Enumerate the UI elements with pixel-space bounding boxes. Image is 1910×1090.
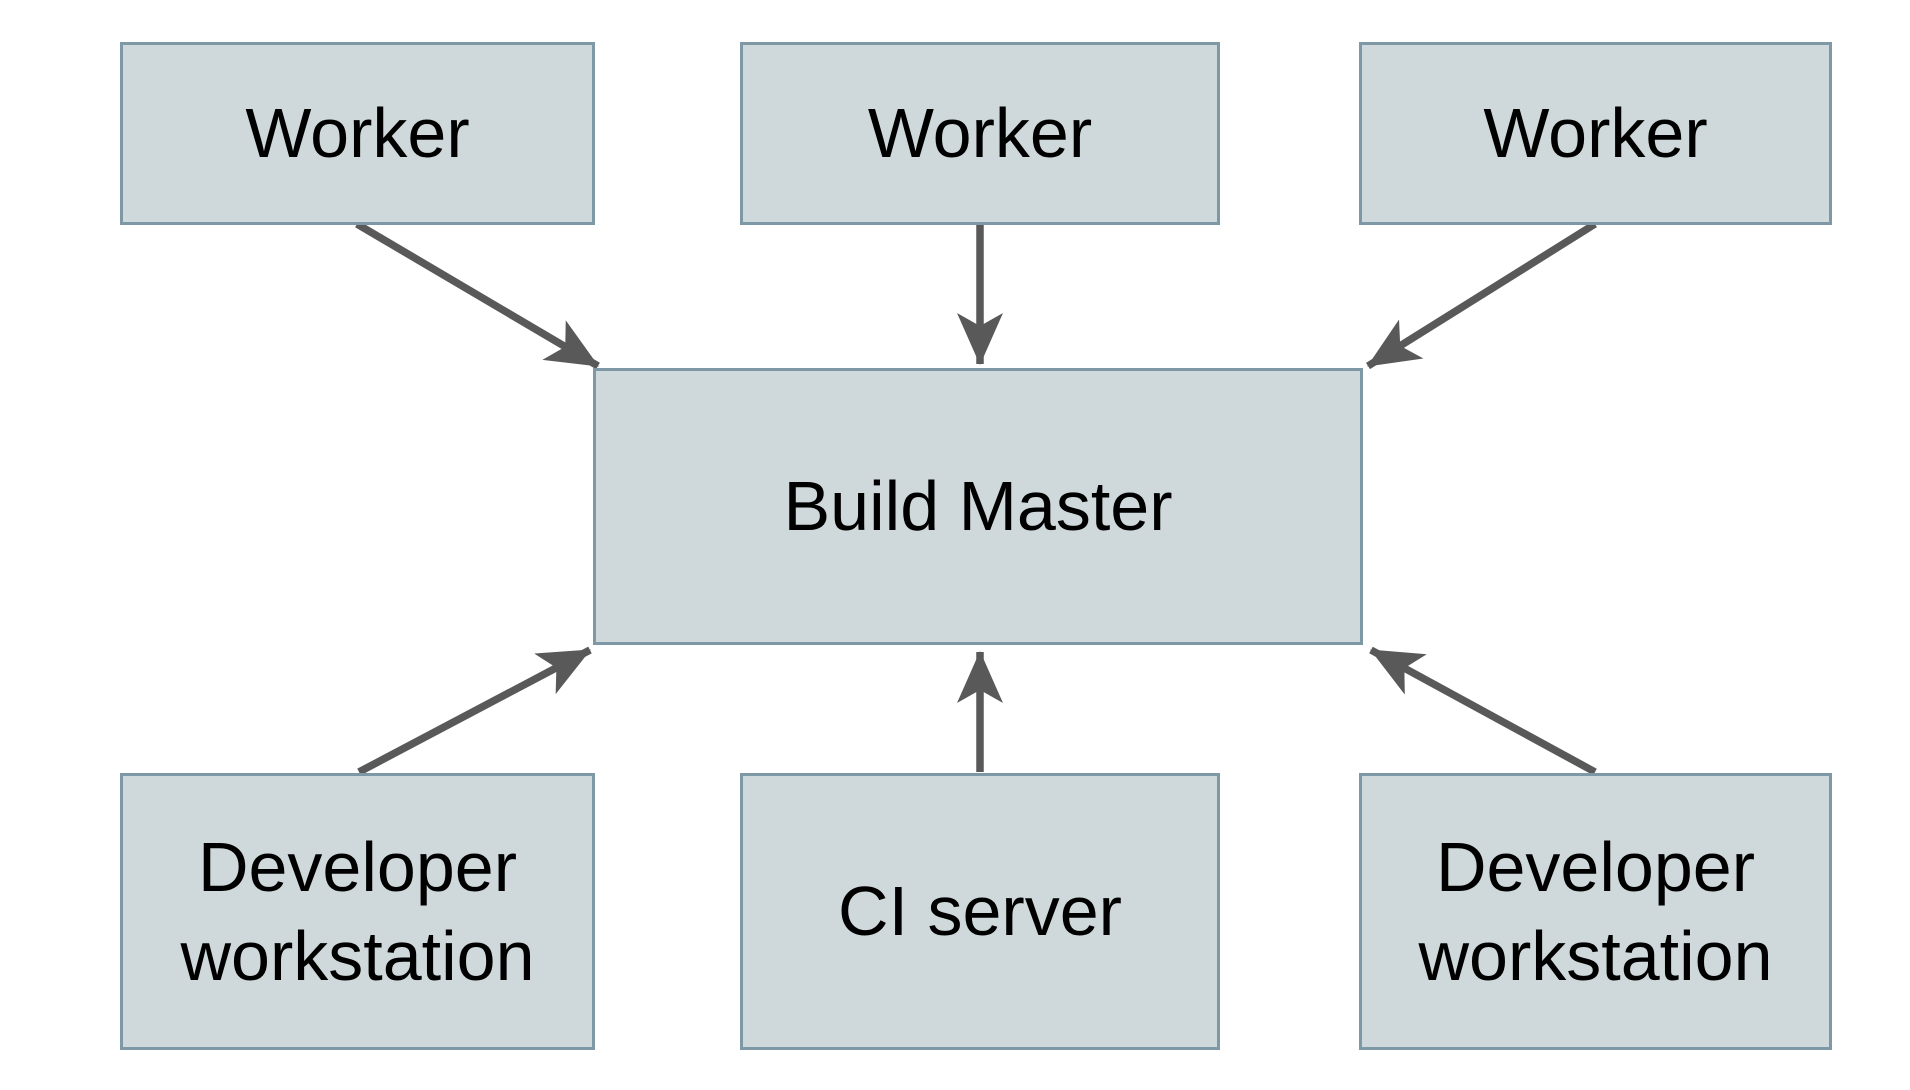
- arrow-worker-3-to-build-master: [1366, 220, 1597, 370]
- node-worker-1: Worker: [120, 42, 595, 225]
- node-developer-workstation-left: Developer workstation: [120, 773, 595, 1050]
- node-ci-server-label: CI server: [838, 872, 1122, 951]
- arrow-dev-workstation-right-to-build-master: [1369, 646, 1597, 776]
- node-developer-workstation-right-label: Developer workstation: [1418, 827, 1773, 995]
- node-build-master: Build Master: [593, 368, 1363, 645]
- node-build-master-label: Build Master: [783, 467, 1173, 546]
- node-worker-2: Worker: [740, 42, 1220, 225]
- node-worker-3: Worker: [1359, 42, 1832, 225]
- arrow-dev-workstation-left-to-build-master: [357, 646, 592, 776]
- node-worker-1-label: Worker: [245, 94, 470, 173]
- node-ci-server: CI server: [740, 773, 1220, 1050]
- node-worker-2-label: Worker: [867, 94, 1093, 173]
- node-developer-workstation-left-label: Developer workstation: [180, 827, 535, 995]
- node-developer-workstation-right: Developer workstation: [1359, 773, 1832, 1050]
- arrow-worker-1-to-build-master: [355, 220, 600, 370]
- node-worker-3-label: Worker: [1483, 94, 1708, 173]
